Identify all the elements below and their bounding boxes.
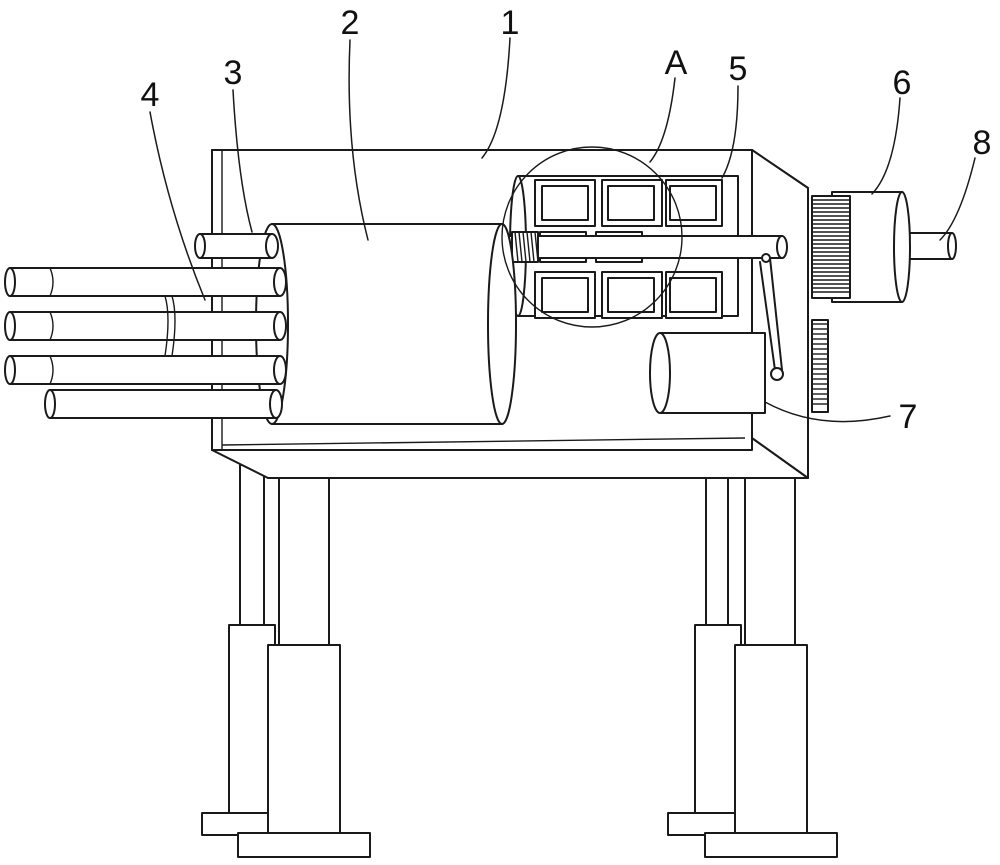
main-shaft (489, 231, 788, 263)
label-2: 2 (341, 4, 360, 42)
motor (649, 253, 784, 414)
rod (194, 233, 279, 259)
label-1: 1 (501, 4, 520, 42)
label-6: 6 (893, 64, 912, 102)
threads (514, 231, 539, 263)
leader-lines (149, 37, 976, 423)
legs (201, 464, 838, 858)
label-a: A (665, 44, 688, 82)
gear-unit (811, 191, 957, 413)
pipes (4, 267, 287, 419)
label-7: 7 (899, 398, 918, 436)
leg-left-front (237, 477, 371, 858)
labels: 4 3 2 1 A 5 6 8 7 (141, 4, 992, 436)
gear-teeth-lower (812, 323, 828, 405)
label-4: 4 (141, 76, 160, 114)
label-3: 3 (224, 54, 243, 92)
detail-circle-a (501, 146, 683, 328)
label-5: 5 (729, 50, 748, 88)
label-8: 8 (973, 124, 992, 162)
drum (255, 223, 517, 425)
gear-teeth (812, 199, 850, 293)
